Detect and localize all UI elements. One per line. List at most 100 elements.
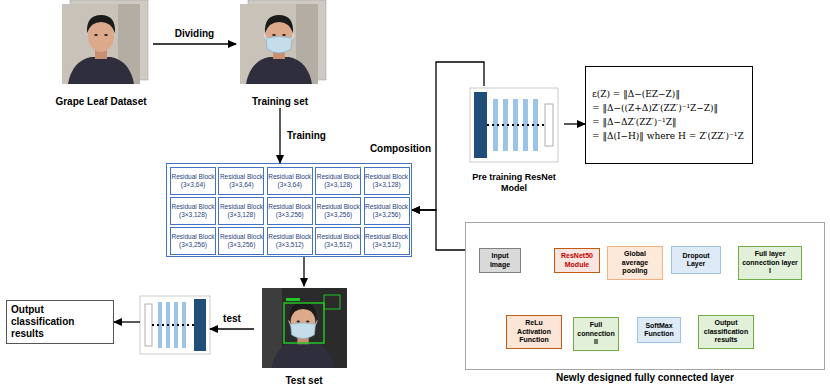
residual-block: Residual Block(3×3,128) xyxy=(218,197,264,225)
text-holder: ε(Z) = ‖Δ−(EZ−Z)‖= ‖Δ−((Z+Δ)Z′(ZZ′)⁻¹Z−Z… xyxy=(592,87,744,143)
node-label: Full layer connection layer I xyxy=(741,250,799,276)
residual-block: Residual Block(3×3,128) xyxy=(364,167,410,195)
residual-block: Residual Block(3×3,256) xyxy=(364,197,410,225)
output-bar xyxy=(145,304,152,346)
flow-arrow xyxy=(279,108,280,163)
dataset-photo-image xyxy=(62,0,148,84)
residual-block: Residual Block(3×3,512) xyxy=(267,227,313,255)
training-photo-image xyxy=(240,0,326,84)
text-holder: ResNet50 Module xyxy=(557,252,597,269)
face-mask xyxy=(289,321,318,339)
flow-arrow xyxy=(303,257,304,286)
text-holder: Dropout Layer xyxy=(674,252,718,269)
node-label: (3×3,256) xyxy=(365,211,408,219)
node-label: Residual Block xyxy=(317,173,360,181)
layer-bar xyxy=(194,299,206,351)
node-label: (3×3,128) xyxy=(172,211,215,219)
node-label: Full connection II xyxy=(576,321,616,347)
node-label: Residual Block xyxy=(172,233,215,241)
node-label: (3×3,128) xyxy=(317,181,360,189)
panel-heading: Newly designed fully connected layer xyxy=(466,372,824,384)
edge-label: Dividing xyxy=(174,28,215,40)
residual-block: Residual Block(3×3,64) xyxy=(170,167,216,195)
layer-box: ResNet50 Module xyxy=(554,248,600,273)
text-holder: Full layer connection layer I xyxy=(741,250,799,276)
node-label: (3×3,128) xyxy=(365,181,408,189)
node-label: = ‖Δ(I−H)‖ where H = Z′(ZZ′)⁻¹Z xyxy=(592,129,744,143)
node-label: (3×3,512) xyxy=(268,241,311,249)
text-holder: Residual Block(3×3,64) xyxy=(268,173,311,189)
residual-block: Residual Block(3×3,512) xyxy=(364,227,410,255)
residual-block: Residual Block(3×3,64) xyxy=(267,167,313,195)
text-holder: Residual Block(3×3,128) xyxy=(365,173,408,189)
text-holder: Residual Block(3×3,128) xyxy=(220,203,263,219)
node-label: Residual Block xyxy=(365,173,408,181)
node-label: (3×3,512) xyxy=(365,241,408,249)
text-holder: Residual Block(3×3,256) xyxy=(172,233,215,249)
test-network-icon xyxy=(140,296,210,354)
layer-box: Global average pooling xyxy=(607,246,663,280)
node-label: Residual Block xyxy=(220,233,263,241)
text-holder: Residual Block(3×3,256) xyxy=(317,203,360,219)
edge-label: test xyxy=(222,313,242,325)
text-holder: Training set xyxy=(252,96,308,108)
test-photo-image xyxy=(262,288,347,368)
node-label: Residual Block xyxy=(317,233,360,241)
text-holder: Residual Block(3×3,512) xyxy=(365,233,408,249)
text-holder: Residual Block(3×3,512) xyxy=(317,233,360,249)
residual-block: Residual Block(3×3,128) xyxy=(170,197,216,225)
node-label: Grape Leaf Dataset xyxy=(55,96,146,108)
text-holder: SoftMax Function xyxy=(640,322,678,339)
residual-block: Residual Block(3×3,64) xyxy=(218,167,264,195)
node-label: (3×3,64) xyxy=(220,181,263,189)
residual-block: Residual Block(3×3,256) xyxy=(315,197,361,225)
node-label: Residual Block xyxy=(172,173,215,181)
node-label: (3×3,64) xyxy=(268,181,311,189)
node-label: Residual Block xyxy=(317,203,360,211)
node-label: SoftMax Function xyxy=(640,322,678,339)
node-label: (3×3,256) xyxy=(220,241,263,249)
dotted-flow xyxy=(152,324,194,326)
text-holder: Pre training ResNet Model xyxy=(464,172,564,194)
text-holder: Full connection II xyxy=(576,321,616,347)
node-label: (3×3,256) xyxy=(172,241,215,249)
node-label: Residual Block xyxy=(268,203,311,211)
text-holder: Residual Block(3×3,256) xyxy=(365,203,408,219)
text-holder: Newly designed fully connected layer xyxy=(466,372,824,384)
fc-layer-panel: Newly designed fully connected layerInpu… xyxy=(465,222,825,370)
pretrained-network-icon xyxy=(470,88,558,162)
text-holder: Output classification results xyxy=(11,304,109,340)
node-label: Test set xyxy=(285,375,322,387)
node-label: Residual Block xyxy=(220,173,263,181)
text-holder: Residual Block(3×3,64) xyxy=(172,173,215,189)
node-label: Input Image xyxy=(482,252,518,269)
residual-block: Residual Block(3×3,256) xyxy=(218,227,264,255)
training-photo: Training set xyxy=(236,2,324,108)
node-label: Dropout Layer xyxy=(674,252,718,269)
layer-box: ReLu Activation Function xyxy=(506,315,562,349)
flow-arrow xyxy=(412,210,465,250)
residual-block: Residual Block(3×3,512) xyxy=(315,227,361,255)
node-label: (3×3,64) xyxy=(172,181,215,189)
detection-tag xyxy=(286,298,300,301)
node-label: (3×3,256) xyxy=(268,211,311,219)
node-label: (3×3,256) xyxy=(317,211,360,219)
photo-background xyxy=(62,4,140,84)
person-figure xyxy=(272,302,335,368)
node-label: Pre training ResNet Model xyxy=(464,172,564,194)
photo-background xyxy=(240,4,318,84)
residual-block: Residual Block(3×3,128) xyxy=(315,167,361,195)
node-label: Output classification results xyxy=(701,319,751,345)
icon-frame xyxy=(470,88,558,162)
residual-block: Residual Block(3×3,256) xyxy=(170,227,216,255)
node-label: Residual Block xyxy=(365,233,408,241)
output-box: Output classification results xyxy=(6,300,114,344)
person-figure xyxy=(246,15,312,84)
person-figure xyxy=(68,15,134,84)
test-photo: Test set xyxy=(254,286,354,387)
text-holder: Residual Block(3×3,64) xyxy=(220,173,263,189)
flow-arrow xyxy=(412,62,484,210)
residual-block: Residual Block(3×3,256) xyxy=(267,197,313,225)
edge-label: Composition xyxy=(369,143,432,155)
